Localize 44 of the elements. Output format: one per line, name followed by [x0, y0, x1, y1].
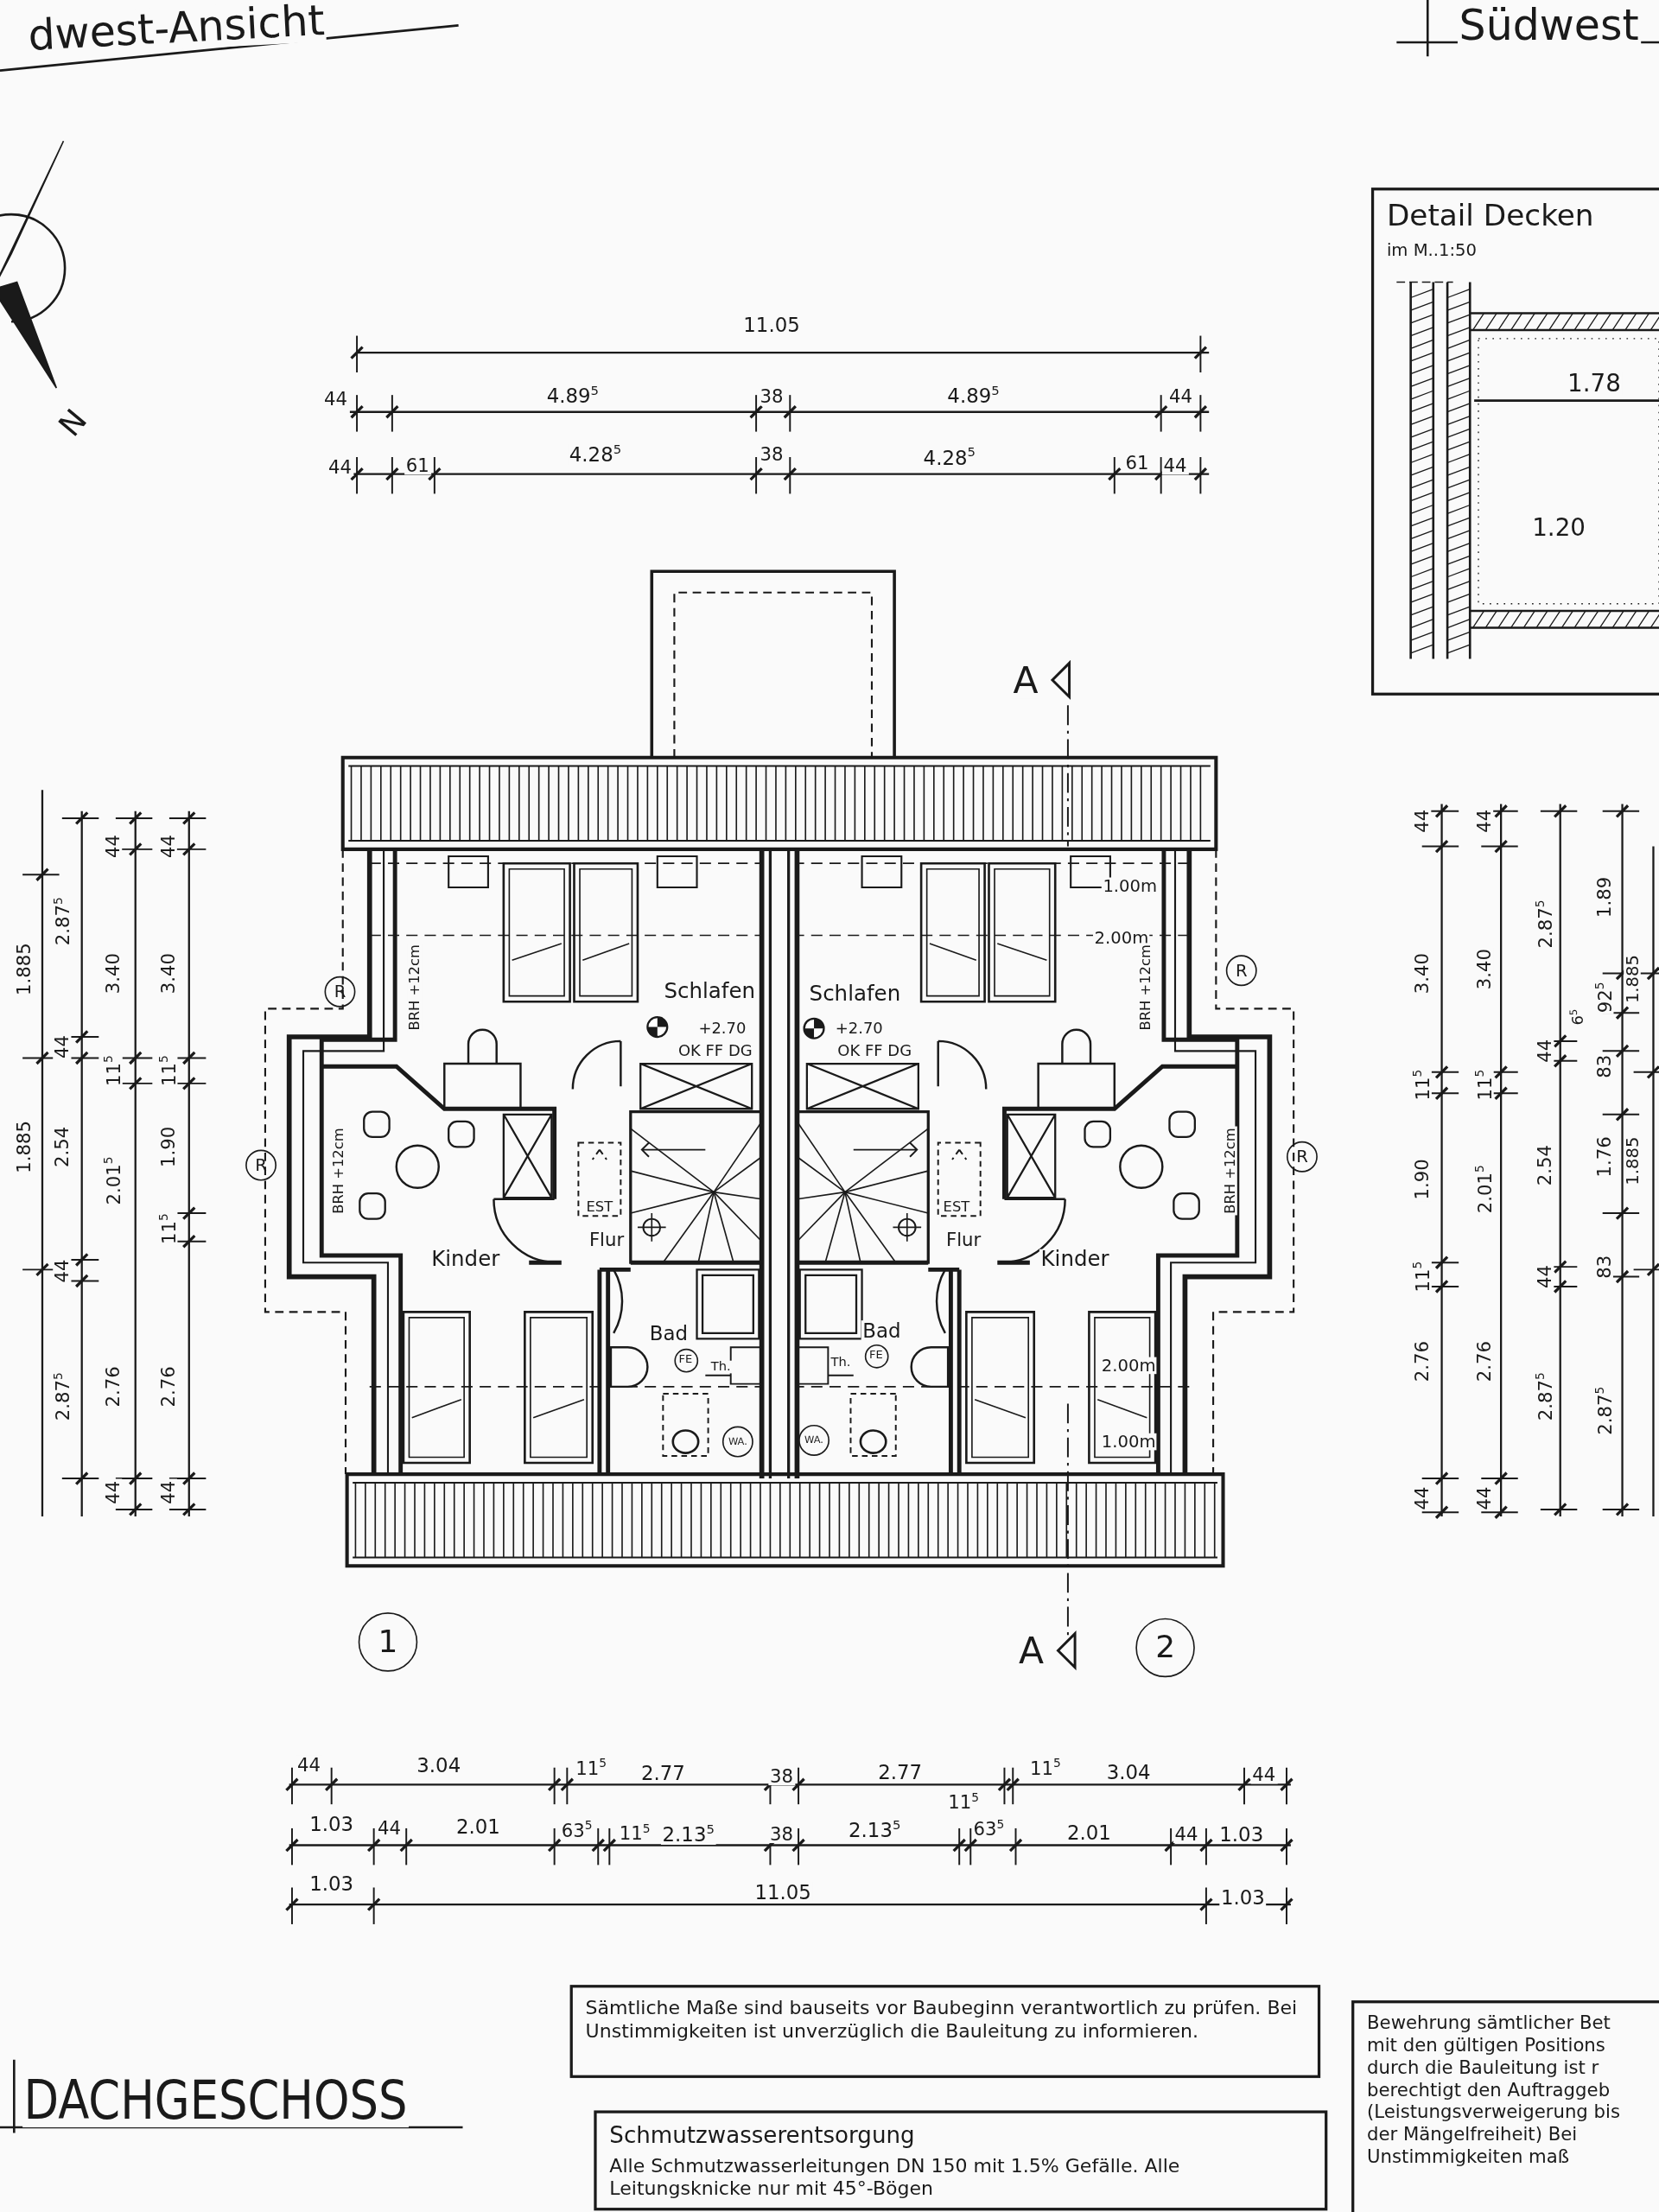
dimension-label: 44 — [1173, 1824, 1200, 1844]
dimension-label: 44 — [327, 457, 353, 476]
dimension-label: 44 — [1413, 808, 1432, 835]
dimension-label: 44 — [53, 1257, 72, 1285]
dimension-label: 44 — [53, 1033, 72, 1060]
dimension-label: 44 — [104, 833, 123, 860]
dimension-label: 4.28$^{5}$ — [921, 447, 977, 467]
dimension-label: 3.40 — [158, 951, 177, 995]
fixture-label: Th. — [709, 1360, 733, 1374]
note-text: Alle Schmutzwasserleitungen DN 150 mit 1.5% Gefälle. Alle Leitungsknicke nur mit 45°-Bögen — [609, 2153, 1181, 2201]
dimension-label: 38 — [768, 1766, 795, 1786]
note-heading: Schmutzwasserentsorgung — [609, 2121, 916, 2150]
circled-marker: WA. — [721, 1426, 753, 1458]
note-box — [569, 1985, 1321, 2078]
detail-panel — [1370, 188, 1659, 696]
dimension-label: 44 — [1161, 456, 1189, 475]
note-text: Bewehrung sämtlicher Bet mit den gültigen Positions durch die Bauleitung ist r berechtigt den Auftraggeb (Leistungsverweigerung bis der Mängelfreiheit) Bei Unstimmigkeiten maß — [1367, 2012, 1622, 2169]
note-box — [1351, 2000, 1659, 2212]
note-box — [594, 2110, 1328, 2212]
dimension-label: 3.04 — [415, 1755, 462, 1775]
circled-marker: WA. — [798, 1425, 830, 1456]
parapet-note: BRH +12cm — [331, 1126, 346, 1216]
dimension-label: 44 — [158, 833, 177, 860]
circled-marker: R — [1287, 1141, 1318, 1173]
dimension-label: 1.00m — [1100, 1433, 1158, 1451]
dimension-label: 61 — [404, 456, 431, 475]
circled-marker: R — [1225, 955, 1257, 987]
parapet-note: BRH +12cm — [1223, 1126, 1237, 1216]
circled-marker: FE — [673, 1348, 698, 1372]
dimension-label: 1.03 — [1219, 1887, 1267, 1908]
dimension-label: 2.00m — [1100, 1357, 1158, 1375]
axis-marker: 1 — [358, 1612, 418, 1672]
dimension-label: 44 — [158, 1479, 177, 1506]
dimension-label: 38 — [768, 1824, 795, 1844]
circled-marker: FE — [864, 1344, 888, 1368]
dimension-label: 44 — [1535, 1263, 1554, 1290]
panel-heading: Detail Decken — [1386, 199, 1595, 235]
dimension-label: 44 — [1535, 1038, 1554, 1065]
note-text: Sämtliche Maße sind bauseits vor Baubeginn verantwortlich zu prüfen. Bei Unstimmigkeiten ist unverzüglich die Bauleitung zu informieren. — [585, 1996, 1299, 2043]
axis-marker: 2 — [1135, 1618, 1195, 1678]
dimension-label: 83 — [1594, 1254, 1613, 1281]
dimension-label: 44 — [1474, 808, 1494, 835]
dimension-label: 83 — [1594, 1053, 1613, 1080]
scale-note: im M..1:50 — [1386, 238, 1478, 260]
